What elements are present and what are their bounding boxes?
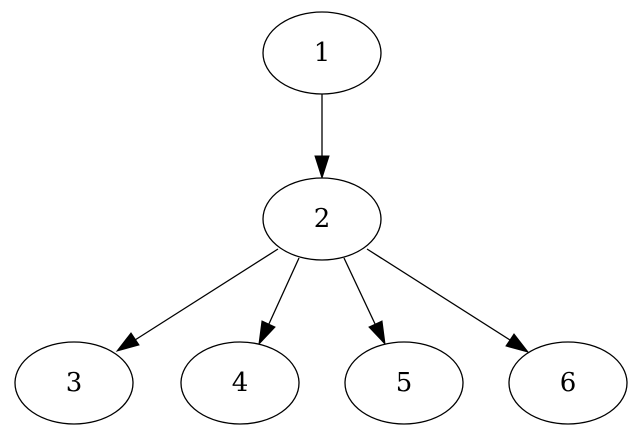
node-3-shape [14, 341, 134, 425]
node-2-shape [262, 177, 382, 261]
edge-2-6-arrowhead [505, 333, 530, 353]
edge-2-3-line [134, 248, 279, 341]
edge-2-6 [366, 248, 530, 353]
node-5: 5 [344, 341, 464, 425]
node-2: 2 [262, 177, 382, 261]
edge-2-4-line [267, 257, 300, 327]
edge-2-5-arrowhead [368, 320, 386, 346]
edge-2-6-line [366, 248, 511, 341]
node-4-label: 4 [232, 368, 249, 398]
edge-layer [115, 94, 530, 353]
node-3-label: 3 [66, 368, 83, 398]
edge-2-4-arrowhead [258, 320, 276, 346]
edge-1-2 [314, 94, 330, 180]
node-6-label: 6 [560, 368, 577, 398]
edge-1-2-arrowhead [314, 155, 330, 180]
node-5-shape [344, 341, 464, 425]
node-6: 6 [508, 341, 628, 425]
edge-2-4 [258, 257, 300, 346]
node-3: 3 [14, 341, 134, 425]
edge-2-5-line [343, 257, 377, 327]
node-1-shape [262, 11, 382, 95]
node-4-shape [180, 341, 300, 425]
node-4: 4 [180, 341, 300, 425]
node-2-label: 2 [314, 204, 331, 234]
node-6-shape [508, 341, 628, 425]
edge-2-3-arrowhead [115, 332, 140, 352]
node-1: 1 [262, 11, 382, 95]
node-1-label: 1 [314, 38, 331, 68]
edge-2-3 [115, 248, 279, 352]
edge-2-5 [343, 257, 386, 346]
node-5-label: 5 [396, 368, 413, 398]
node-layer: 1 2 3 4 5 6 [14, 11, 628, 425]
